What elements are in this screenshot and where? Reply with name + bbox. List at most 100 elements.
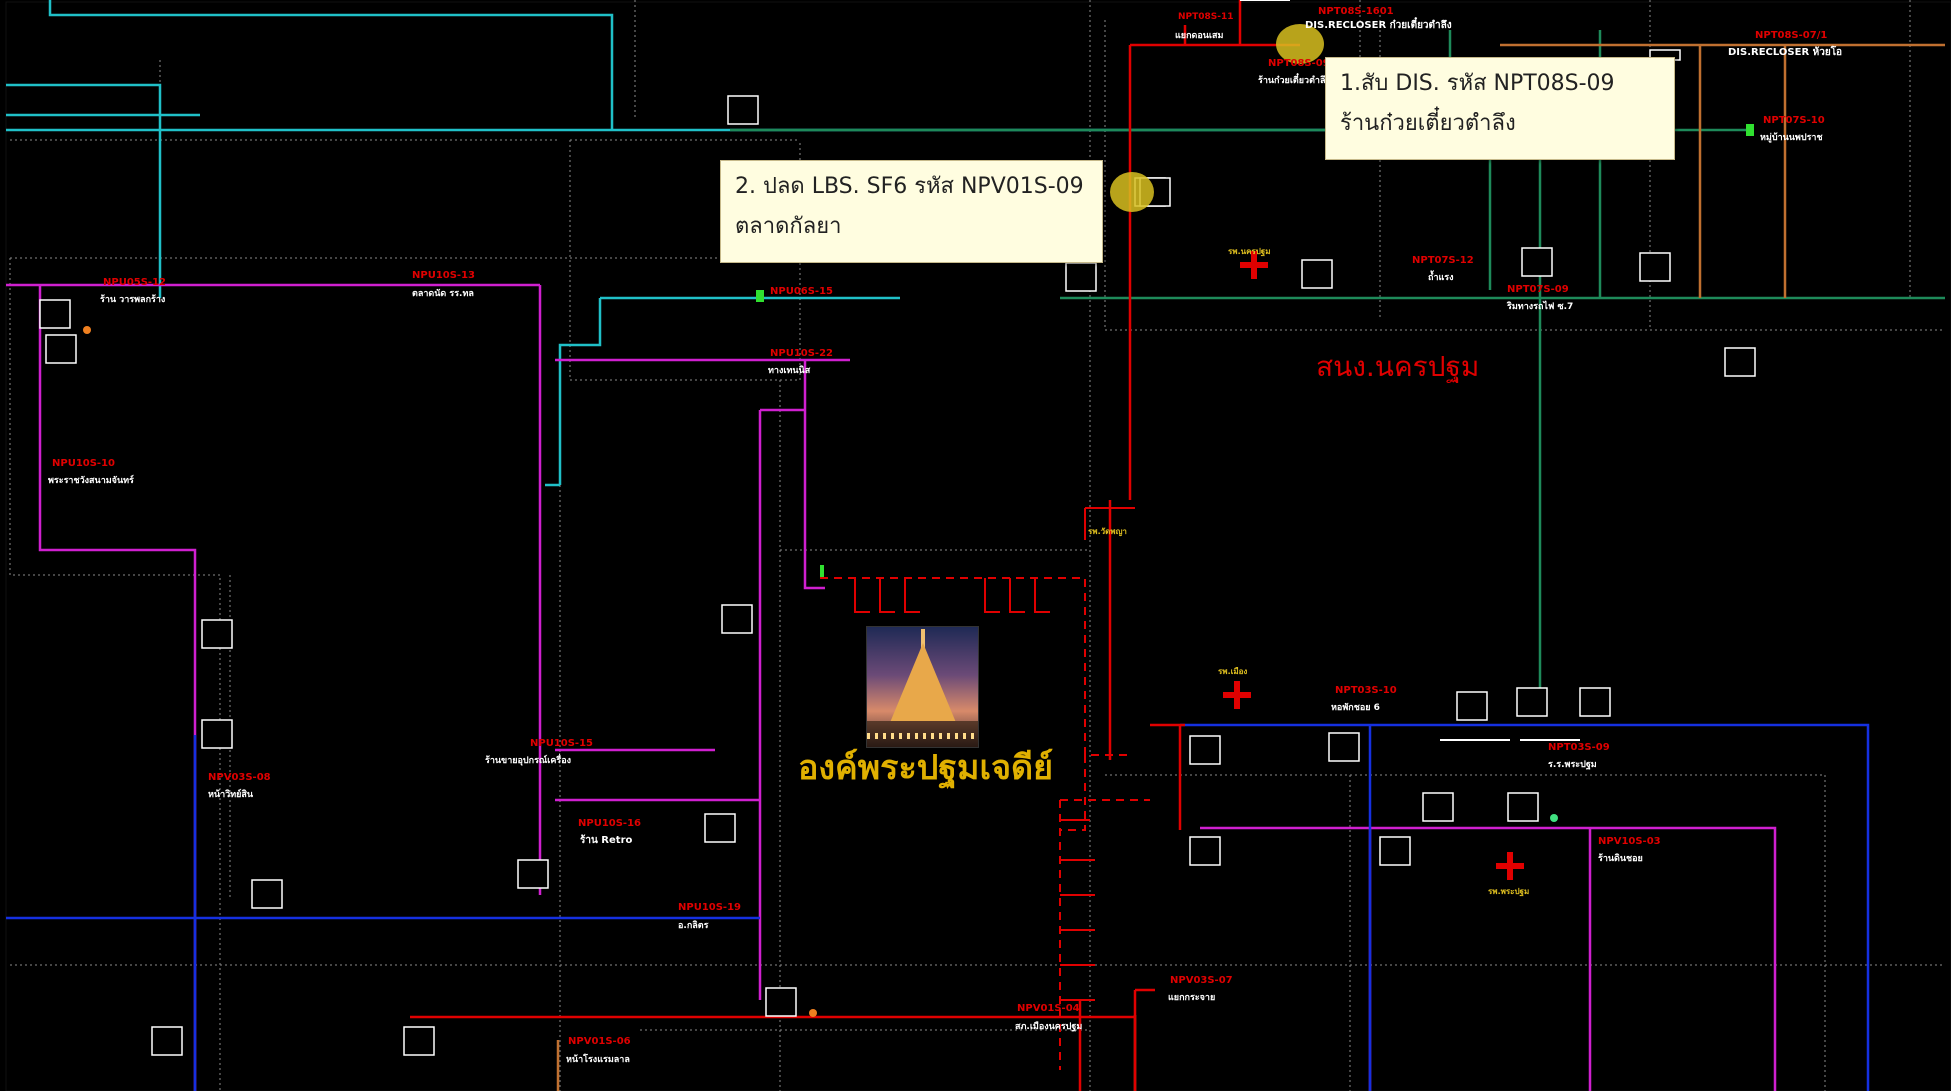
switch-box[interactable] [1639,252,1671,282]
device-label-npu10s-13: NPU10S-13 [412,270,476,281]
switch-box[interactable] [1379,836,1411,866]
switch-box[interactable] [403,1026,435,1056]
switch-box[interactable] [1724,347,1756,377]
device-label-muban: หมู่บ้านนพปราช [1760,133,1823,143]
switch-box[interactable] [721,604,753,634]
switch-boxes[interactable] [39,49,1756,1056]
switch-box[interactable] [1065,262,1097,292]
device-label-rim-rot-fai: ริมทางรถไฟ ซ.7 [1507,302,1574,312]
device-label-npu06s-15: NPU06S-15 [770,286,834,297]
temple-title: องค์พระปฐมเจดีย์ [798,748,1053,788]
switch-box[interactable] [1521,247,1553,277]
switch-box[interactable] [1507,792,1539,822]
dashed-segment [820,577,1130,756]
highlight-markers[interactable] [1110,24,1324,212]
device-label-sub-nakhon: รพ.นครปฐม [1228,247,1271,256]
switch-box[interactable] [1516,687,1548,717]
switch-box[interactable] [45,334,77,364]
switch-box[interactable] [1189,836,1221,866]
callout-step-1: 1.สับ DIS. รหัส NPT08S-09 ร้านก๋วยเตี๋ยว… [1325,57,1675,160]
device-label-ran-kuay: ร้านก๋วยเตี๋ยวตำลึง [1258,76,1330,86]
temple-tap-lines [854,507,1135,1001]
tap [854,578,870,613]
red-feeder [410,0,1300,1091]
device-label-npv01s-06: NPV01S-06 [568,1036,631,1047]
switch-box[interactable] [517,859,549,889]
district-title: สนง.นครปฐม [1316,350,1480,383]
dis-npt08s-09-highlight[interactable] [1276,24,1324,64]
temple-photo [866,626,979,748]
callout-step-2: 2. ปลด LBS. SF6 รหัส NPV01S-09 ตลาดกัลยา [720,160,1103,263]
feeder-segment [803,360,825,590]
device-label-npu10s-22: NPU10S-22 [770,348,834,359]
device-label-na-rong: หน้าโรงแรมลาล [566,1055,630,1065]
callout-step-1-line-1: 1.สับ DIS. รหัส NPT08S-09 [1340,71,1615,96]
callout-step-2-line-1: 2. ปลด LBS. SF6 รหัส NPV01S-09 [735,174,1084,199]
switch-mark [1746,124,1754,136]
device-label-npt07s-09: NPT07S-09 [1507,284,1569,295]
switch-box[interactable] [151,1026,183,1056]
device-label-dis-recloser-1: DIS.RECLOSER ก๋วยเตี๋ยวตำลึง [1305,20,1452,31]
tap [1034,578,1050,613]
zone-line [9,258,221,1091]
switch-box[interactable] [201,719,233,749]
switch-box[interactable] [1579,687,1611,717]
callout-step-1-line-2: ร้านก๋วยเตี๋ยวตำลึง [1340,111,1516,136]
feeder-segment [558,298,602,485]
tap [1009,578,1025,613]
temple-loop [820,577,1150,1070]
switch-box[interactable] [727,95,759,125]
switch-box[interactable] [1189,735,1221,765]
temple-spire [920,629,925,649]
feeder-segment [48,0,614,130]
device-label-npv10s-03: NPV10S-03 [1598,836,1661,847]
device-label-samnak: สภ.เมืองนครปฐม [1015,1022,1083,1032]
device-label-npt08s-07-1: NPT08S-07/1 [1755,30,1828,41]
white-bus [1240,0,1580,741]
lbs-npv01s-09-highlight[interactable] [1110,172,1154,212]
zone-line [1105,774,1826,1091]
device-label-npu10s-10: NPU10S-10 [52,458,116,469]
switch-box[interactable] [39,299,71,329]
switch-box[interactable] [1301,259,1333,289]
switch-box[interactable] [1456,691,1488,721]
device-label-yaek: แยกกระจาย [1168,993,1216,1003]
cross-v [1234,681,1240,709]
device-label-a-klit: อ.กลิตร [678,921,709,931]
device-label-npt08s-09: NPT08S-09 [1268,58,1330,69]
switch-box[interactable] [251,879,283,909]
switch-mark [756,290,764,302]
device-label-phra: พระราชวังสนามจันทร์ [48,476,134,486]
device-label-npv03s-07: NPV03S-07 [1170,975,1233,986]
device-label-npt03s-09: NPT03S-09 [1548,742,1610,753]
temple-stupa [888,643,957,725]
switch-box[interactable] [704,813,736,843]
device-label-ran-din: ร้านดินชอย [1598,854,1643,864]
device-label-npt07s-12: NPT07S-12 [1412,255,1474,266]
dashed-segment [1060,755,1086,831]
feeder-segment [6,83,162,298]
device-label-npt08s-11: NPT08S-11 [1178,12,1234,22]
device-label-npt07s-10: NPT07S-10 [1763,115,1825,126]
temple-lights [867,733,978,739]
feeder-segment [1200,826,1777,1091]
device-label-sub-mueang: รพ.เมือง [1218,667,1248,676]
device-label-sub-phrapathom: รพ.พระปฐม [1488,887,1530,896]
callout-step-2-line-2: ตลาดกัลยา [735,214,842,239]
device-label-npt03s-10: NPT03S-10 [1335,685,1397,696]
device-label-rr: ร.ร.พระปฐม [1548,760,1597,770]
tap [879,578,895,613]
switch-box[interactable] [1328,732,1360,762]
node [1550,814,1558,822]
substation-markers [1223,251,1524,880]
switch-box[interactable] [765,987,797,1017]
switch-box[interactable] [1422,792,1454,822]
cross-v [1507,852,1513,880]
feeder-segment [1180,723,1870,1091]
switch-box[interactable] [201,619,233,649]
device-label-na-wit: หน้าวิทย์สิน [208,790,254,800]
device-label-talad: ตลาดนัด รร.ทล [412,289,474,299]
tap [904,578,920,613]
device-label-sub-wat: รพ.วัดพญา [1088,527,1127,536]
